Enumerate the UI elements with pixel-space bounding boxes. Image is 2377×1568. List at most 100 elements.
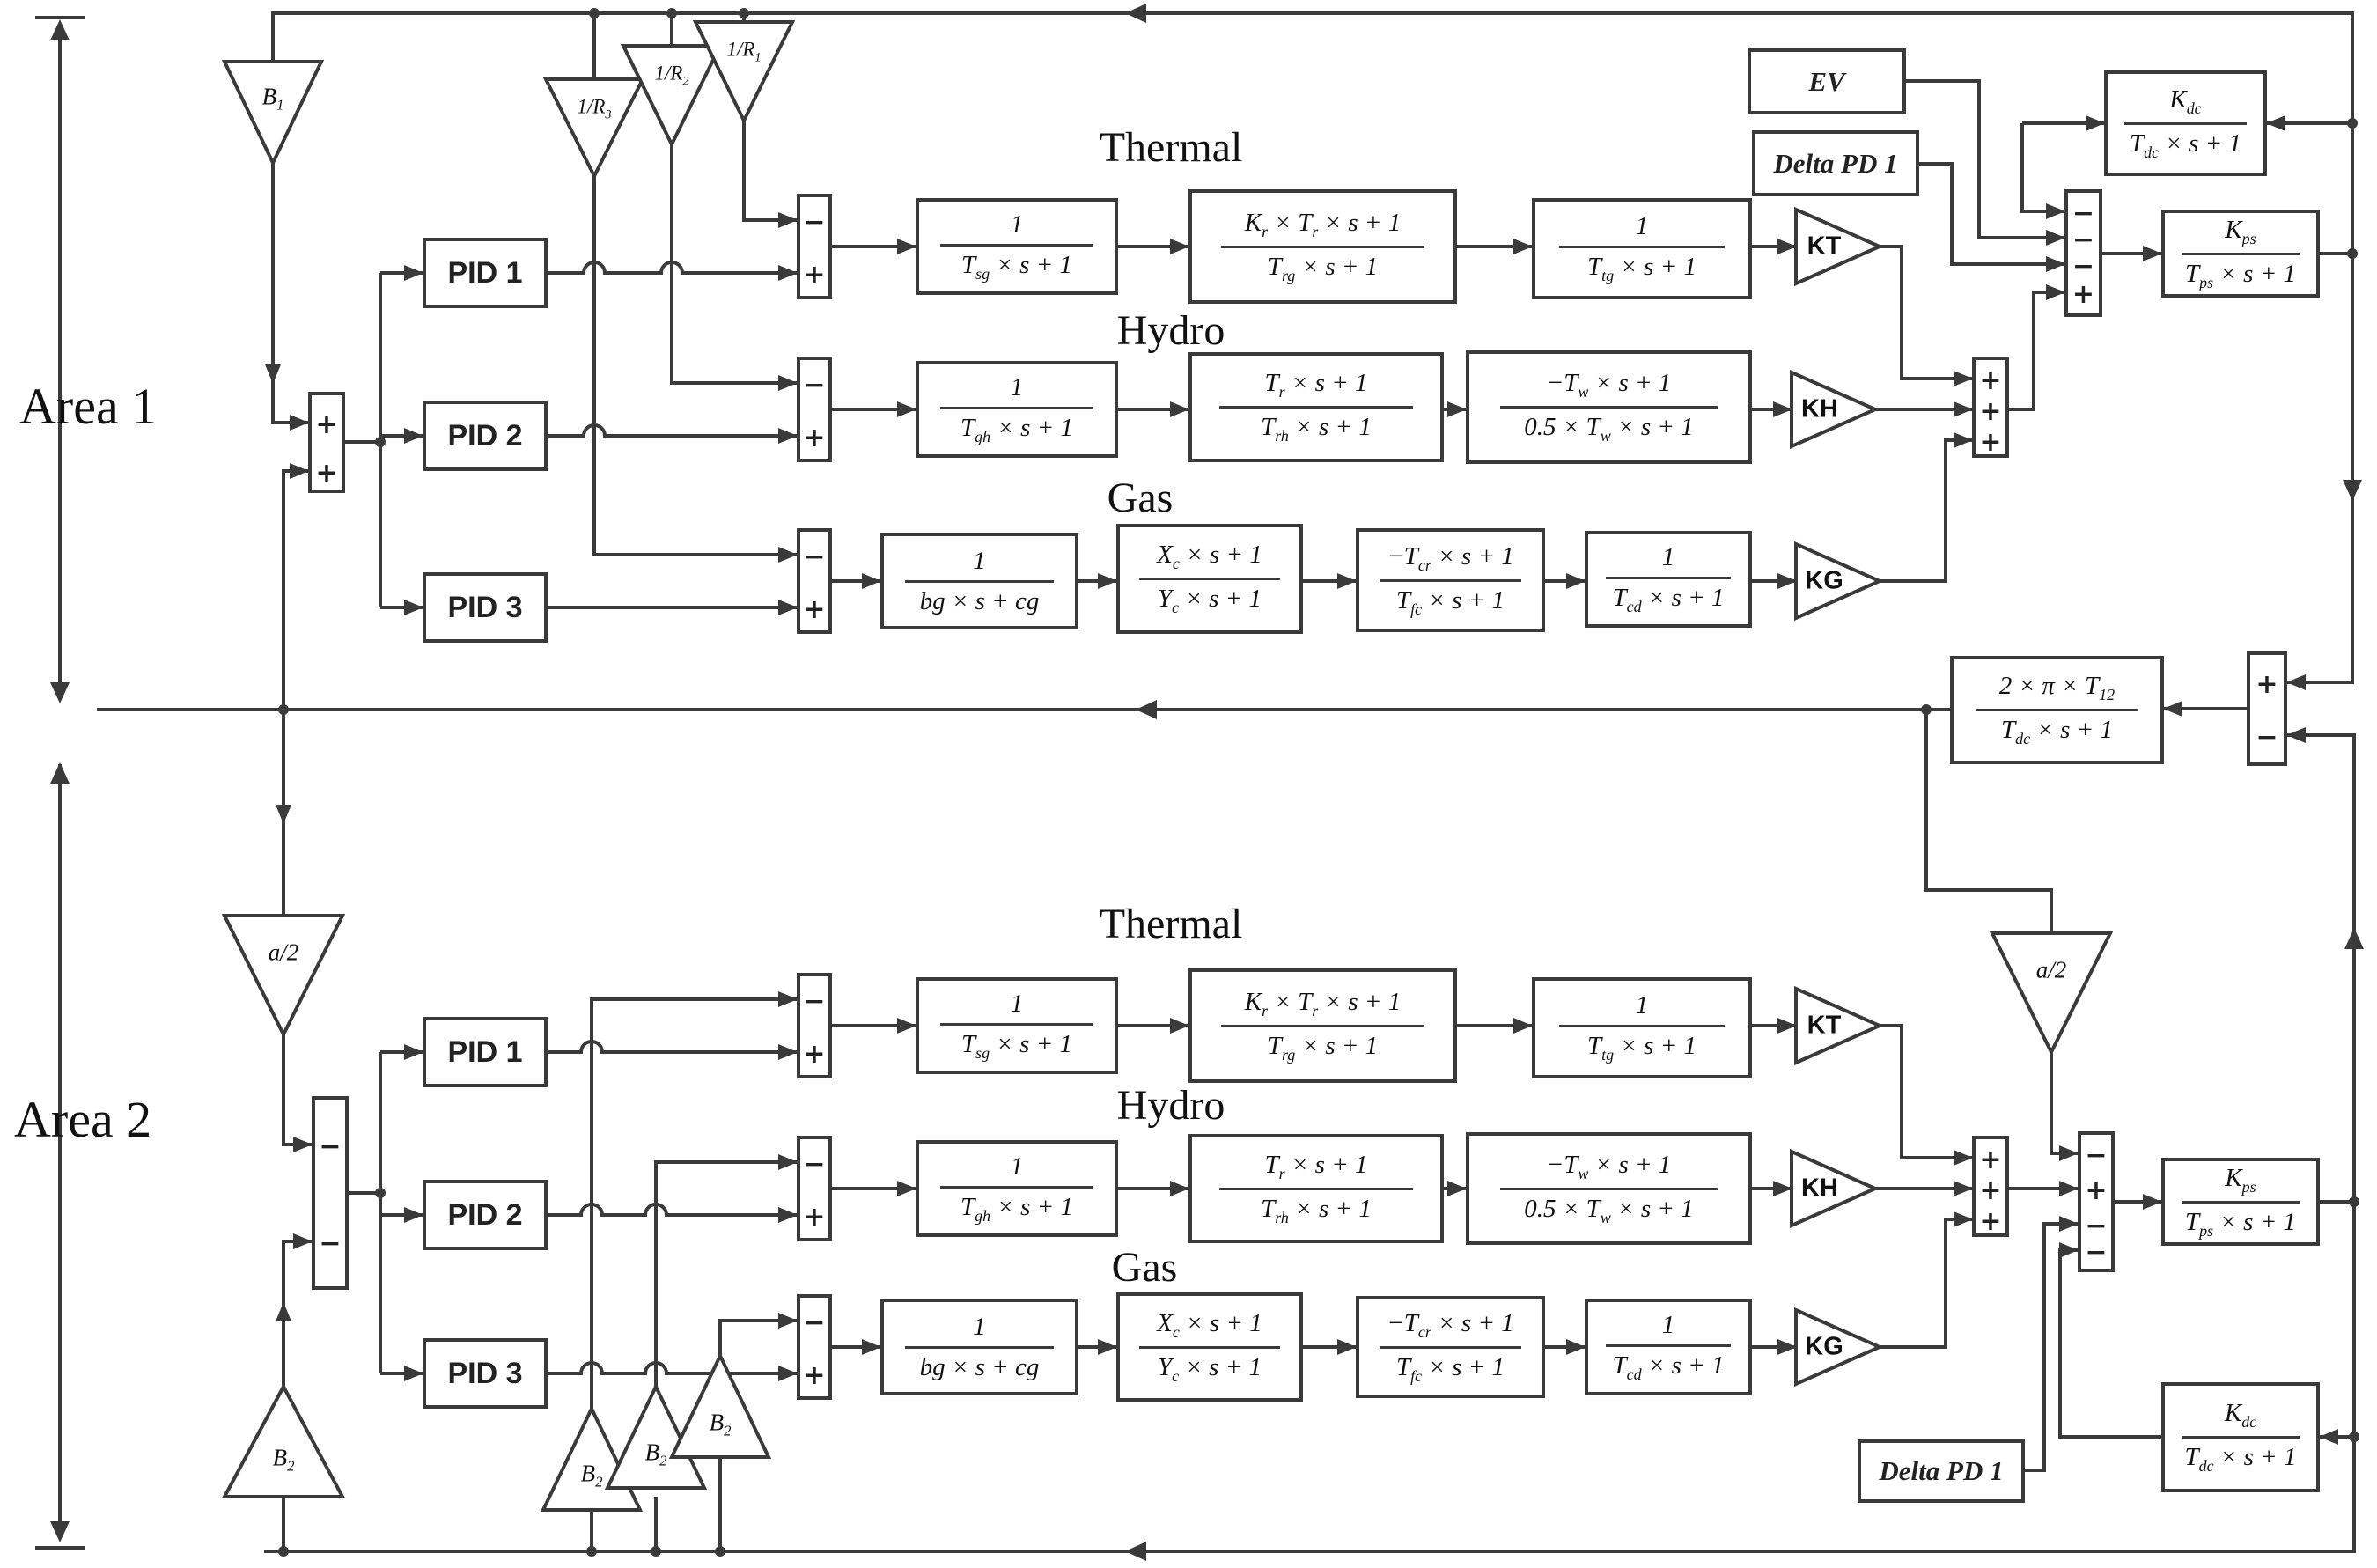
summer-ace-a1: + + [308, 392, 345, 493]
section-label-hydro-a1: Hydro [1116, 307, 1225, 354]
junction-dot [739, 8, 749, 18]
pid3-block-a2: PID 3 [423, 1338, 548, 1409]
left-flow-arrow-top-bus [1125, 4, 1146, 23]
tf-hydro-governor-a2: 1 Tgh × s + 1 [916, 1140, 1118, 1237]
left-flow-arrow-tie-line [1136, 700, 1157, 719]
tf-hydro-transient-a1: Tr × s + 1 Trh × s + 1 [1188, 352, 1444, 462]
tf-power-system-a1: Kps Tps × s + 1 [2161, 210, 2320, 298]
gain-r3-triangle [542, 77, 646, 180]
summer-hydro-a1: − + [797, 357, 832, 462]
tf-thermal-governor-a1: 1 Tsg × s + 1 [916, 198, 1118, 295]
ev-source-block: EV [1748, 48, 1906, 114]
gain-r1-label: 1/R1 [726, 38, 762, 65]
gain-b2-right-label: B2 [709, 1409, 732, 1439]
junction-dot [1921, 704, 1932, 715]
tf-thermal-reheat-a1: Kr × Tr × s + 1 Trg × s + 1 [1188, 189, 1457, 304]
gain-kh2-triangle [1790, 1148, 1880, 1229]
junction-dot [586, 1546, 597, 1557]
gain-kh1-triangle [1790, 369, 1880, 450]
gain-kg2-triangle [1794, 1307, 1884, 1388]
gain-b2-middle-label: B2 [644, 1439, 667, 1469]
gain-r2-label: 1/R2 [654, 62, 689, 89]
junction-dot [589, 8, 600, 18]
junction-dot [651, 1546, 661, 1557]
top-bus-wire [271, 11, 2354, 690]
gain-ahalf-right-triangle [1989, 931, 2114, 1056]
summer-main-a2: − + − − [2078, 1131, 2115, 1272]
tf-tie-line: 2 × π × T12 Tdc × s + 1 [1950, 656, 2164, 764]
junction-dot [278, 704, 289, 715]
bottom-bus-wire [264, 1202, 2356, 1553]
junction-dot [666, 8, 677, 18]
tf-gas-discharge-a2: 1 Tcd × s + 1 [1585, 1299, 1752, 1395]
summer-gas-a2: − + [797, 1294, 832, 1400]
pid2-block-a2: PID 2 [423, 1180, 548, 1250]
tf-thermal-turbine-a1: 1 Ttg × s + 1 [1532, 198, 1752, 299]
down-flow-arrow-freq1 [2343, 480, 2362, 501]
gain-kg1-triangle [1794, 541, 1884, 622]
junction-dot [2347, 118, 2358, 129]
gain-r3-label: 1/R3 [577, 95, 612, 122]
area2-span-arrow-up [50, 762, 70, 784]
delta-pd1-block-a2: Delta PD 1 [1858, 1439, 2025, 1503]
gain-r1-triangle [692, 20, 796, 125]
section-label-hydro-a2: Hydro [1116, 1082, 1225, 1129]
tf-dc-link-a2: Kdc Tdc × s + 1 [2161, 1382, 2320, 1492]
summer-hydro-a2: − + [797, 1136, 832, 1241]
tf-hydro-transient-a2: Tr × s + 1 Trh × s + 1 [1188, 1134, 1444, 1243]
tf-hydro-turbine-a1: −Tw × s + 1 0.5 × Tw × s + 1 [1466, 350, 1752, 464]
section-label-thermal-a2: Thermal [1099, 901, 1243, 947]
wires [35, 11, 2356, 1553]
summer-tie-line: + − [2247, 651, 2287, 766]
junction-dot [278, 1546, 289, 1557]
gain-triangles [221, 20, 2114, 1512]
left-flow-arrow-bottom-bus [1125, 1542, 1146, 1561]
gain-ahalf-left-triangle [221, 914, 346, 1039]
gain-ahalf-right-label: a/2 [2035, 956, 2067, 983]
junction-dot [375, 1188, 386, 1198]
section-label-gas-a1: Gas [1107, 475, 1174, 521]
tf-gas-discharge-a1: 1 Tcd × s + 1 [1585, 531, 1752, 628]
flow-arrows-and-dots [50, 4, 2364, 1561]
tf-thermal-turbine-a2: 1 Ttg × s + 1 [1532, 977, 1752, 1078]
delta-pd1-block-a1: Delta PD 1 [1752, 130, 1919, 196]
gain-b2-left-label: B2 [580, 1460, 603, 1491]
junction-dot [2347, 248, 2358, 259]
tf-hydro-turbine-a2: −Tw × s + 1 0.5 × Tw × s + 1 [1466, 1132, 1752, 1245]
gain-kt-label-a1: KT [1807, 232, 1842, 261]
tf-power-system-a2: Kps Tps × s + 1 [2161, 1158, 2320, 1246]
gain-b2-ace-triangle [221, 1382, 346, 1498]
tf-thermal-reheat-a2: Kr × Tr × s + 1 Trg × s + 1 [1188, 968, 1457, 1083]
pid3-block-a1: PID 3 [423, 572, 548, 643]
area1-span-arrow-down [50, 682, 70, 703]
pid1-block-a2: PID 1 [423, 1017, 548, 1087]
junction-dot [375, 437, 386, 447]
area1-span-arrow-up [50, 19, 70, 40]
section-label-gas-a2: Gas [1111, 1244, 1178, 1291]
gain-b2-right-triangle [668, 1351, 772, 1459]
tf-gas-governor-a2: Xc × s + 1 Yc × s + 1 [1116, 1292, 1303, 1402]
pid2-block-a1: PID 2 [423, 401, 548, 471]
gain-r2-triangle [620, 44, 724, 149]
tf-gas-valve-a1: 1 bg × s + cg [880, 533, 1078, 629]
tf-hydro-governor-a1: 1 Tgh × s + 1 [916, 361, 1118, 458]
tf-dc-link-a1: Kdc Tdc × s + 1 [2104, 70, 2267, 176]
gain-kh-label-a2: KH [1801, 1174, 1838, 1203]
gain-kt2-triangle [1794, 985, 1884, 1066]
area2-span-arrow-down [50, 1521, 70, 1542]
summer-generation-a2: + + + [1972, 1136, 2009, 1237]
summer-thermal-a2: − + [797, 973, 832, 1078]
summer-gas-a1: − + [797, 528, 832, 634]
gain-b2-ace-label: B2 [272, 1444, 295, 1475]
gain-b1-triangle [221, 60, 325, 167]
tf-gas-combustor-a1: −Tcr × s + 1 Tfc × s + 1 [1356, 528, 1545, 632]
gain-ahalf-left-label: a/2 [268, 939, 299, 966]
tf-den: Tsg × s + 1 [960, 250, 1073, 283]
area-label-1: Area 1 [19, 378, 158, 435]
tf-num: 1 [1010, 210, 1024, 239]
tf-gas-combustor-a2: −Tcr × s + 1 Tfc × s + 1 [1356, 1296, 1545, 1398]
junction-dot [715, 1546, 725, 1557]
summer-main-a1: − − − + [2064, 189, 2102, 317]
